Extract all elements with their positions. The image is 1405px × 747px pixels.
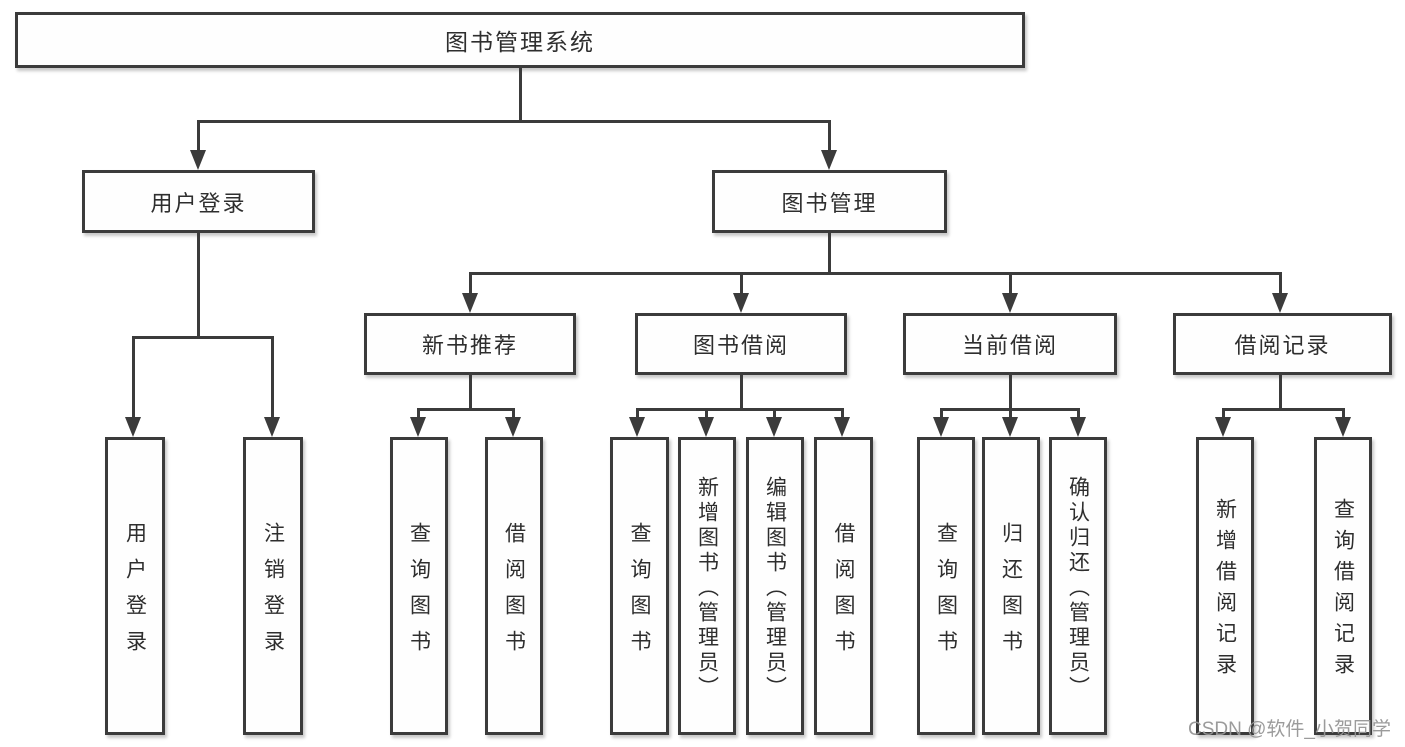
leaf-label: 查询借阅记录 [1331, 498, 1355, 684]
arrowhead [834, 417, 850, 437]
connector-line [1279, 375, 1282, 408]
connector-line [1342, 408, 1345, 419]
connector-line [132, 336, 135, 418]
arrowhead [190, 150, 206, 170]
leaf-label: 借阅图书 [502, 521, 526, 666]
arrowhead [1272, 293, 1288, 313]
connector-line [519, 68, 522, 120]
connector-line [417, 408, 515, 411]
leaf-confirm-return-admin: 确认归还（管理员） [1049, 437, 1107, 735]
arrowhead [629, 417, 645, 437]
arrowhead [462, 293, 478, 313]
leaf-label: 查询图书 [934, 521, 958, 666]
leaf-label: 查询图书 [628, 521, 651, 666]
leaf-label: 用户登录 [123, 521, 147, 666]
leaf-label: 新增借阅记录 [1213, 498, 1237, 684]
connector-line [469, 272, 472, 295]
arrowhead [1002, 417, 1018, 437]
arrowhead [933, 417, 949, 437]
arrowhead [125, 417, 141, 437]
node-borrowing-records: 借阅记录 [1173, 313, 1392, 375]
connector-line [271, 336, 274, 418]
arrowhead [821, 150, 837, 170]
connector-line [469, 272, 1282, 275]
connector-line [1279, 272, 1282, 295]
leaf-logout: 注销登录 [243, 437, 303, 735]
leaf-borrow-books: 借阅图书 [814, 437, 873, 735]
leaf-user-login: 用户登录 [105, 437, 165, 735]
leaf-label: 编辑图书（管理员） [763, 475, 787, 701]
leaf-label: 确认归还（管理员） [1066, 475, 1090, 701]
connector-line [1009, 375, 1012, 408]
watermark: CSDN @软件_小贺同学 [1188, 719, 1391, 740]
leaf-query-borrow-record: 查询借阅记录 [1314, 437, 1372, 735]
connector-line [197, 120, 831, 123]
leaf-add-borrow-record: 新增借阅记录 [1196, 437, 1254, 735]
connector-line [773, 408, 776, 419]
node-label: 图书管理系统 [445, 29, 595, 55]
arrowhead [698, 417, 714, 437]
arrowhead [1215, 417, 1231, 437]
arrowhead [505, 417, 521, 437]
arrowhead [733, 293, 749, 313]
leaf-edit-book-admin: 编辑图书（管理员） [746, 437, 804, 735]
node-new-book-recommendation: 新书推荐 [364, 313, 576, 375]
connector-line [132, 336, 274, 339]
connector-line [417, 408, 420, 419]
connector-line [197, 233, 200, 336]
arrowhead [1335, 417, 1351, 437]
connector-line [828, 233, 831, 274]
arrowhead [264, 417, 280, 437]
connector-line [841, 408, 844, 419]
node-book-borrowing: 图书借阅 [635, 313, 847, 375]
connector-line [705, 408, 708, 419]
arrowhead [1002, 293, 1018, 313]
connector-line [512, 408, 515, 419]
leaf-label: 借阅图书 [832, 521, 855, 666]
leaf-borrow-books-recommend: 借阅图书 [485, 437, 543, 735]
leaf-label: 归还图书 [999, 521, 1023, 666]
connector-line [469, 375, 472, 408]
connector-line [828, 120, 831, 152]
leaf-query-books-borrow: 查询图书 [610, 437, 669, 735]
connector-line [636, 408, 844, 411]
connector-line [636, 408, 639, 419]
node-label: 图书借阅 [692, 333, 789, 358]
node-current-borrowing: 当前借阅 [903, 313, 1117, 375]
leaf-query-books-current: 查询图书 [917, 437, 975, 735]
node-book-management: 图书管理 [712, 170, 947, 233]
arrowhead [1070, 417, 1086, 437]
connector-line [1222, 408, 1345, 411]
node-label: 图书管理 [781, 190, 878, 216]
connector-line [740, 272, 743, 295]
connector-line [1009, 272, 1012, 295]
node-library-system: 图书管理系统 [15, 12, 1025, 68]
connector-line [1077, 408, 1080, 419]
leaf-label: 注销登录 [261, 521, 285, 666]
arrowhead [410, 417, 426, 437]
node-label: 用户登录 [150, 190, 247, 216]
connector-line [740, 375, 743, 408]
leaf-label: 新增图书（管理员） [695, 475, 719, 701]
node-label: 借阅记录 [1234, 333, 1331, 358]
node-label: 当前借阅 [961, 333, 1058, 358]
leaf-return-books: 归还图书 [982, 437, 1040, 735]
connector-line [940, 408, 943, 419]
arrowhead [766, 417, 782, 437]
node-label: 新书推荐 [421, 333, 518, 358]
leaf-label: 查询图书 [407, 521, 431, 666]
connector-line [1009, 408, 1012, 419]
leaf-add-book-admin: 新增图书（管理员） [678, 437, 736, 735]
leaf-query-books-recommend: 查询图书 [390, 437, 448, 735]
connector-line [197, 120, 200, 152]
node-user-login: 用户登录 [82, 170, 315, 233]
connector-line [1222, 408, 1225, 419]
